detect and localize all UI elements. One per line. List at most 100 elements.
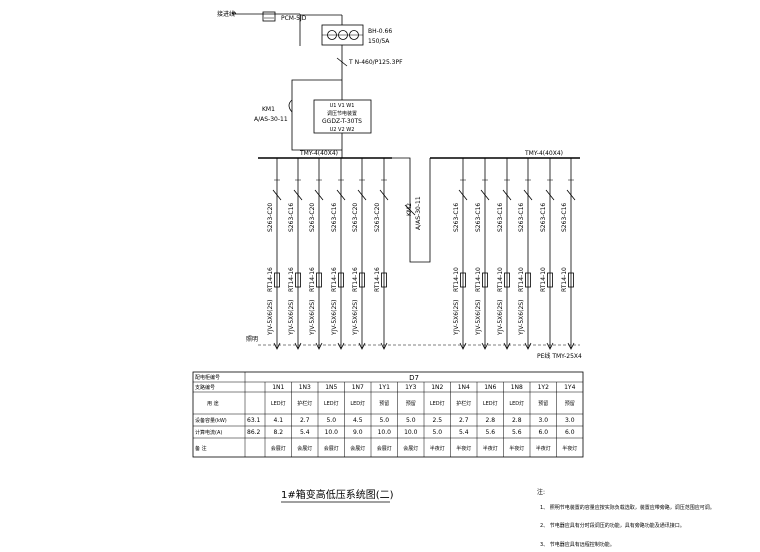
left-fuse xyxy=(381,272,387,288)
left-fuse xyxy=(316,272,322,288)
table-col-note: 半夜灯 xyxy=(509,445,524,452)
table-col-power: 4.1 xyxy=(273,417,283,424)
right-breaker-label: S263-C16 xyxy=(497,203,504,232)
table-col-power: 5.0 xyxy=(379,417,389,424)
table-col-use: 预留 xyxy=(538,400,548,407)
km2-code: KM2 xyxy=(406,203,413,216)
left-device-label: RT14-16 xyxy=(267,267,274,292)
table-col-id: 1N6 xyxy=(484,384,496,391)
controller-box xyxy=(313,99,372,134)
table-border xyxy=(192,371,584,458)
right-cable-label: YJV-5X6(2S) xyxy=(518,300,525,336)
left-device-label: RT14-16 xyxy=(331,267,338,292)
left-fuse xyxy=(338,272,344,288)
incoming-label: 接进线 xyxy=(217,10,235,18)
right-device-label: RT14-10 xyxy=(561,267,568,292)
table-col-power: 2.5 xyxy=(432,417,442,424)
table-col-id: 1N8 xyxy=(511,384,523,391)
left-breaker-label: S263-C20 xyxy=(309,203,316,232)
table-col-power: 2.7 xyxy=(459,417,469,424)
bypass-loop xyxy=(291,79,342,151)
table-cabinet: D7 xyxy=(409,374,419,382)
notes-heading: 注: xyxy=(537,488,545,496)
controller-model: GGDZ-T-30TS xyxy=(322,118,362,125)
table-col-id: 1Y4 xyxy=(564,384,575,391)
table-col-note: 会展灯 xyxy=(377,445,392,452)
right-breaker-label: S263-C16 xyxy=(518,203,525,232)
table-col-id: 1N7 xyxy=(352,384,364,391)
table-col-use: 护栏灯 xyxy=(456,400,471,407)
contactor-km1 xyxy=(288,99,293,113)
left-device-label: RT14-16 xyxy=(352,267,359,292)
right-fuse xyxy=(547,272,553,288)
left-bottom-label: 照明 xyxy=(246,336,258,343)
table-col-current: 9.0 xyxy=(353,429,363,436)
table-col-current: 8.2 xyxy=(273,429,283,436)
right-cable-label: YJV-5X6(2S) xyxy=(475,300,482,336)
table-col-current: 10.0 xyxy=(325,429,339,436)
left-fuse xyxy=(274,272,280,288)
busbar-right-label: TMY-4(40X4) xyxy=(524,150,563,157)
table-col-use: LED灯 xyxy=(483,400,498,407)
table-col-note: 半夜灯 xyxy=(456,445,471,452)
contactor-code: KM1 xyxy=(262,106,275,113)
right-fuse xyxy=(482,272,488,288)
table-col-id: 1Y3 xyxy=(405,384,416,391)
table-col-note: 半夜灯 xyxy=(483,445,498,452)
left-fuse xyxy=(295,272,301,288)
right-breaker-switch xyxy=(480,189,490,201)
left-breaker-switch xyxy=(336,189,346,201)
right-breaker-switch xyxy=(458,189,468,201)
table-row-power: 设备容量(kW) xyxy=(195,417,227,424)
cable-switch xyxy=(336,57,348,67)
table-col-id: 1N3 xyxy=(299,384,311,391)
left-breaker-switch xyxy=(293,189,303,201)
note-2: 2、 节电器应具有分时段调压的功能，具有旁路功能及通讯接口。 xyxy=(540,522,685,529)
table-col-id: 1N2 xyxy=(431,384,443,391)
right-cable-label: YJV-5X6(2S) xyxy=(453,300,460,336)
table-col-use: LED灯 xyxy=(324,400,339,407)
table-col-use: LED灯 xyxy=(509,400,524,407)
table-col-id: 1Y2 xyxy=(538,384,549,391)
table-col-power: 2.7 xyxy=(300,417,310,424)
left-breaker-label: S263-C20 xyxy=(374,203,381,232)
table-col-use: LED灯 xyxy=(350,400,365,407)
table-row-current: 计算电流(A) xyxy=(195,429,222,436)
table-col-note: 半夜灯 xyxy=(430,445,445,452)
table-col-power: 2.8 xyxy=(485,417,495,424)
table-col-id: 1Y1 xyxy=(379,384,390,391)
left-cable-label: YJV-5X6(2S) xyxy=(331,300,338,336)
right-device-label: RT14-10 xyxy=(518,267,525,292)
right-device-label: RT14-10 xyxy=(540,267,547,292)
right-device-label: RT14-10 xyxy=(475,267,482,292)
pe-label: PE线 TMY-25X4 xyxy=(537,352,582,360)
left-device-label: RT14-16 xyxy=(374,267,381,292)
table-col-note: 会展灯 xyxy=(297,445,312,452)
table-col-note: 会展灯 xyxy=(271,445,286,452)
table-col-use: 预留 xyxy=(565,400,575,407)
table-total-current: 86.2 xyxy=(247,429,261,436)
table-col-current: 5.6 xyxy=(485,429,495,436)
left-breaker-label: S263-C16 xyxy=(331,203,338,232)
right-breaker-label: S263-C16 xyxy=(540,203,547,232)
right-fuse xyxy=(460,272,466,288)
table-col-current: 10.0 xyxy=(378,429,392,436)
left-device-label: RT14-16 xyxy=(288,267,295,292)
note-1: 1、 照明节电装置的容量应按实际负载选取，装置应带旁路，调压范围应可调。 xyxy=(540,504,715,511)
table-col-current: 5.4 xyxy=(459,429,469,436)
left-cable-label: YJV-5X6(2S) xyxy=(309,300,316,336)
right-fuse xyxy=(568,272,574,288)
table-col-note: 会展灯 xyxy=(324,445,339,452)
incoming-arc xyxy=(231,11,237,15)
table-col-note: 会展灯 xyxy=(350,445,365,452)
table-col-id: 1N1 xyxy=(272,384,284,391)
table-col-id: 1N4 xyxy=(458,384,470,391)
table-row-circuit: 支路编号 xyxy=(195,384,215,391)
left-breaker-switch xyxy=(357,189,367,201)
right-device-label: RT14-10 xyxy=(497,267,504,292)
table-row-note: 备 注 xyxy=(195,445,207,452)
left-breaker-switch xyxy=(379,189,389,201)
right-fuse xyxy=(525,272,531,288)
